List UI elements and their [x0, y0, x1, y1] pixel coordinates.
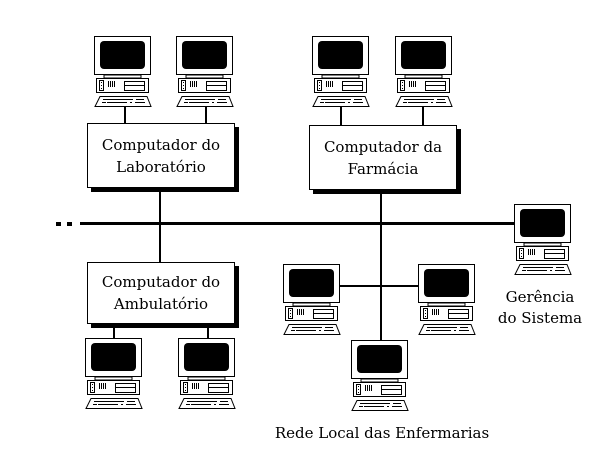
ambulatory-terminal-2-link: [207, 326, 209, 340]
laboratory-label-line2: Laboratório: [116, 157, 206, 176]
management-label: Gerência do Sistema: [490, 287, 590, 329]
desktop-computer-icon: [351, 340, 411, 412]
desktop-computer-icon: [176, 36, 236, 108]
ambulatory-label-line2: Ambulatório: [113, 295, 209, 313]
desktop-computer-icon: [85, 338, 145, 410]
laboratory-terminal-1: [94, 36, 154, 108]
ambulatory-terminal-1-link: [113, 326, 115, 340]
desktop-computer-icon: [312, 36, 372, 108]
desktop-computer-icon: [283, 264, 343, 336]
lab-terminal-2-link: [205, 106, 207, 124]
pharmacy-terminal-1-link: [340, 106, 342, 126]
desktop-computer-icon: [418, 264, 478, 336]
ambulatory-terminal-2: [178, 338, 238, 410]
ambulatory-computer-box: Computador do Ambulatório: [87, 262, 235, 324]
ward-lan-horizontal: [339, 285, 419, 287]
lab-terminal-1-link: [124, 106, 126, 124]
laboratory-computer-box: Computador do Laboratório: [87, 123, 235, 188]
management-label-line2: do Sistema: [497, 309, 583, 327]
desktop-computer-icon: [94, 36, 154, 108]
desktop-computer-icon: [395, 36, 455, 108]
backbone-line: [80, 222, 516, 225]
desktop-computer-icon: [514, 204, 574, 276]
pharmacy-backbone-link: [380, 192, 382, 224]
ward-lan-vertical: [380, 224, 382, 341]
pharmacy-terminal-2: [395, 36, 455, 108]
pharmacy-label-line2: Farmácia: [347, 159, 419, 178]
desktop-computer-icon: [178, 338, 238, 410]
backbone-dash-2: [67, 222, 72, 226]
pharmacy-terminal-1: [312, 36, 372, 108]
ambulatory-backbone-link: [159, 224, 161, 263]
ward-lan-label: Rede Local das Enfermarias: [274, 424, 490, 442]
ward-terminal-right: [418, 264, 478, 336]
ward-terminal-left: [283, 264, 343, 336]
lab-backbone-link: [159, 190, 161, 224]
backbone-dash-1: [56, 222, 61, 226]
laboratory-terminal-2: [176, 36, 236, 108]
pharmacy-terminal-2-link: [422, 106, 424, 126]
ward-terminal-bottom: [351, 340, 411, 412]
pharmacy-computer-box: Computador da Farmácia: [309, 125, 457, 190]
management-label-line1: Gerência: [505, 288, 575, 306]
pharmacy-label-line1: Computador da: [323, 137, 443, 156]
ambulatory-label-line1: Computador do: [101, 273, 221, 291]
management-terminal: [514, 204, 574, 276]
ambulatory-terminal-1: [85, 338, 145, 410]
laboratory-label-line1: Computador do: [101, 135, 221, 154]
